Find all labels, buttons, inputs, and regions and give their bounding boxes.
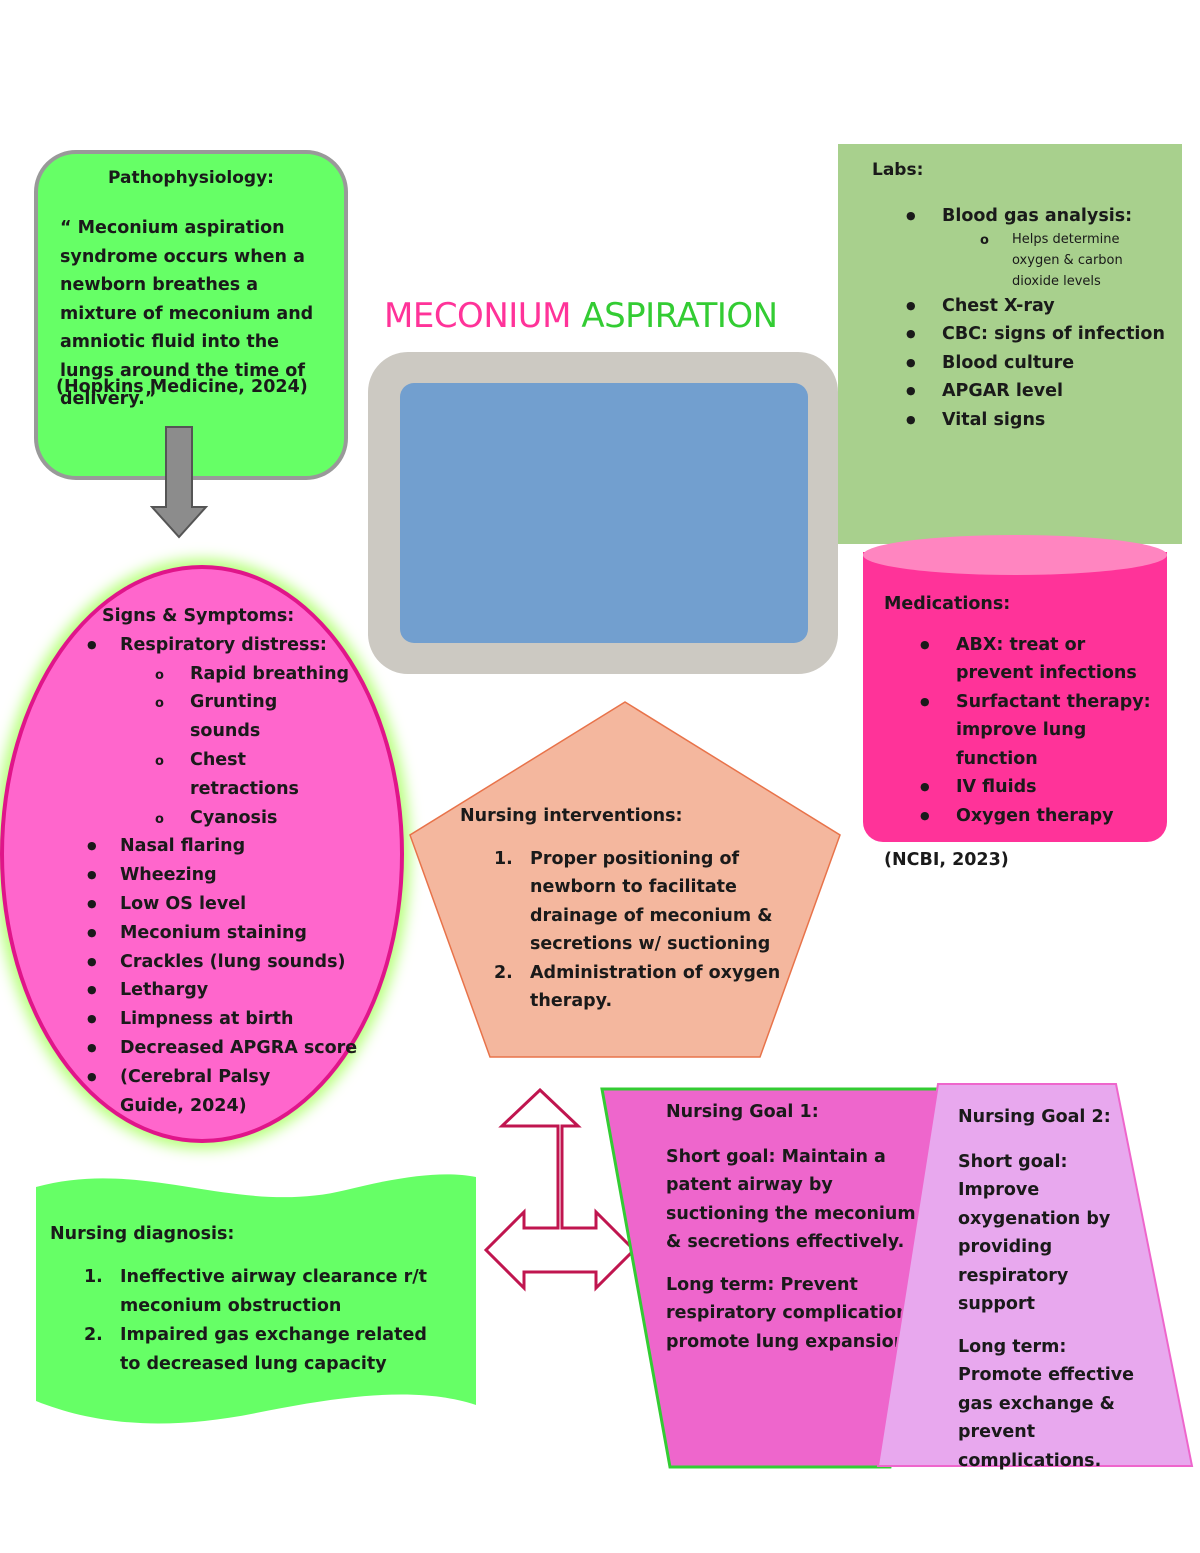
list-item: Blood culture [906,349,1172,378]
list-item: 2.Impaired gas exchange related to decre… [84,1325,427,1374]
list-item: Decreased APGRA score [87,1034,384,1063]
interventions-list: 1.Proper positioning of newborn to facil… [494,845,820,1016]
list-item: ABX: treat or prevent infections [920,631,1164,688]
down-arrow-icon [150,426,209,539]
list-item: Surfactant therapy: improve lung functio… [920,688,1164,774]
diagnosis-heading: Nursing diagnosis: [50,1224,235,1244]
medications-list: ABX: treat or prevent infections Surfact… [920,631,1164,831]
goal1-short: Short goal: Maintain a patent airway by … [666,1146,916,1253]
diagnosis-content: Nursing diagnosis: 1.Ineffective airway … [50,1220,450,1379]
signs-list: Respiratory distress: Rapid breathing Gr… [87,631,384,1121]
diagnosis-list: 1.Ineffective airway clearance r/t mecon… [84,1263,450,1379]
goal2-content: Nursing Goal 2: Short goal: Improve oxyg… [958,1103,1148,1475]
list-item: Wheezing [87,861,384,890]
goal2-trapezoid [876,1083,1194,1467]
goal1-content: Nursing Goal 1: Short goal: Maintain a p… [666,1098,926,1356]
list-item: Grunting sounds [155,688,350,746]
list-item: 2.Administration of oxygen therapy. [494,962,781,1012]
page-title: MECONIUM ASPIRATION [384,296,778,336]
list-item: Limpness at birth [87,1005,384,1034]
list-item: Crackles (lung sounds) [87,948,384,977]
list-item: Vital signs [906,406,1172,435]
list-item: Cyanosis [155,804,350,835]
pathophysiology-text: “ Meconium aspiration syndrome occurs wh… [60,218,314,409]
medications-content: Medications: ABX: treat or prevent infec… [884,590,1164,875]
list-item: Lethargy [87,976,384,1005]
interventions-heading: Nursing interventions: [460,806,683,826]
labs-box: Labs: Blood gas analysis: o Helps determ… [838,144,1182,544]
labs-sub-item: o Helps determine oxygen & carbon dioxid… [980,231,1123,289]
goal1-heading: Nursing Goal 1: [666,1102,819,1122]
goal1-long: Long term: Prevent respiratory complicat… [666,1274,926,1352]
list-item: Respiratory distress: Rapid breathing Gr… [87,631,384,835]
goal2-heading: Nursing Goal 2: [958,1107,1111,1127]
pathophysiology-citation: (Hopkins Medicine, 2024) [56,377,308,397]
goal2-short: Short goal: Improve oxygenation by provi… [958,1151,1111,1315]
list-item: APGAR level [906,377,1172,406]
signs-heading: Signs & Symptoms: [102,606,295,626]
list-item: Oxygen therapy [920,802,1164,831]
medications-citation: (NCBI, 2023) [884,850,1009,870]
pathophysiology-heading: Pathophysiology: [108,168,274,188]
title-word-aspiration: ASPIRATION [581,296,778,336]
list-item: Rapid breathing [155,660,350,691]
labs-list: Blood gas analysis: o Helps determine ox… [906,202,1172,435]
medications-heading: Medications: [884,594,1011,614]
labs-heading: Labs: [872,160,924,180]
goal2-long: Long term: Promote effective gas exchang… [958,1336,1134,1471]
list-item: Chest retractions [155,746,350,804]
list-item: 1.Ineffective airway clearance r/t mecon… [84,1267,428,1316]
title-word-meconium: MECONIUM [384,296,572,336]
list-item: CBC: signs of infection [906,320,1172,349]
list-item: (Cerebral Palsy Guide, 2024) [87,1063,330,1121]
image-placeholder [400,383,808,643]
diagnosis-banner [36,1174,476,1424]
list-item: Chest X-ray [906,292,1172,321]
list-item: Low OS level [87,890,384,919]
list-item: Nasal flaring [87,832,384,861]
signs-sub-list: Rapid breathing Grunting sounds Chest re… [155,660,350,835]
interventions-pentagon [409,701,841,1058]
list-item: Blood gas analysis: o Helps determine ox… [906,202,1172,292]
medications-cylinder-top [863,535,1167,575]
list-item: IV fluids [920,773,1164,802]
signs-symptoms-content: Signs & Symptoms: Respiratory distress: … [84,602,384,1120]
three-way-arrow-icon [483,1088,637,1292]
list-item: 1.Proper positioning of newborn to facil… [494,848,773,955]
interventions-content: Nursing interventions: 1.Proper position… [460,802,820,1016]
list-item: Meconium staining [87,919,384,948]
pathophysiology-box: Pathophysiology: “ Meconium aspiration s… [34,150,348,480]
